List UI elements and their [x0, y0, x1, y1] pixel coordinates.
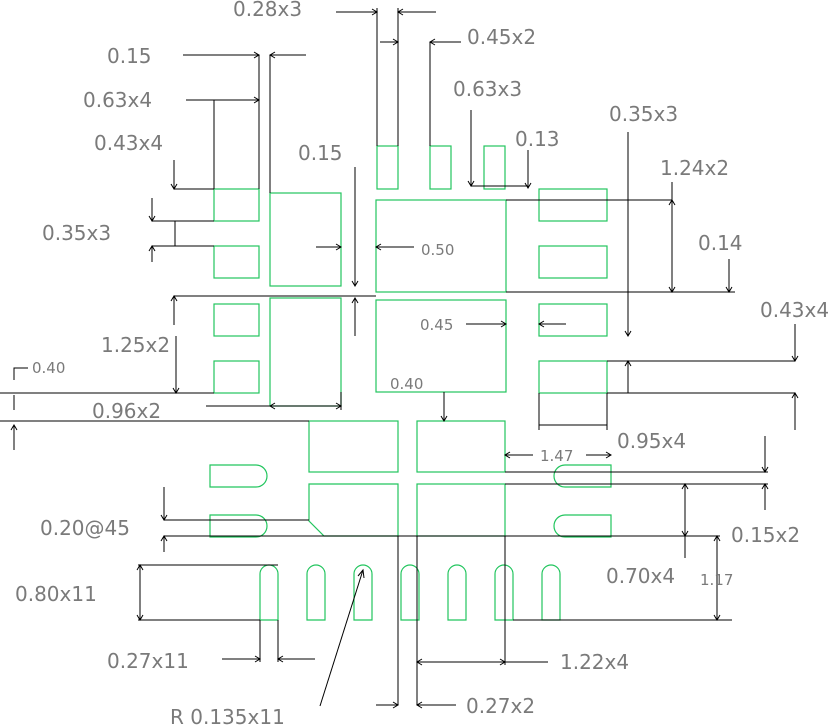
- pad-low-3-chamfer: [308, 483, 399, 537]
- pad-oval-left-2: [209, 514, 268, 538]
- dimension-labels: 0.28x3 0.45x2 0.15 0.63x4 0.63x3 0.35x3 …: [15, 0, 829, 727]
- label-117: 1.17: [700, 571, 733, 589]
- pad-low-1: [308, 420, 399, 473]
- pad-large-mr: [375, 299, 507, 393]
- label-063x3: 0.63x3: [453, 77, 522, 101]
- label-015-top: 0.15: [107, 44, 152, 68]
- pad-top-3: [483, 145, 506, 190]
- label-035x3-right: 0.35x3: [609, 102, 678, 126]
- label-027x2: 0.27x2: [466, 694, 535, 718]
- label-015x2: 0.15x2: [731, 523, 800, 547]
- pad-large-ml: [269, 297, 342, 407]
- label-040-left: 0.40: [32, 359, 65, 377]
- pad-top-1: [376, 145, 399, 190]
- label-124x2: 1.24x2: [660, 156, 729, 180]
- label-045x2: 0.45x2: [467, 25, 536, 49]
- pad-right-4: [538, 360, 608, 394]
- label-095x4: 0.95x4: [617, 429, 686, 453]
- label-122x4: 1.22x4: [560, 650, 629, 674]
- label-096x2: 0.96x2: [92, 399, 161, 423]
- label-147: 1.47: [540, 447, 573, 465]
- label-045: 0.45: [420, 316, 453, 334]
- label-050: 0.50: [421, 241, 454, 259]
- label-125x2: 1.25x2: [101, 333, 170, 357]
- label-040-center: 0.40: [390, 375, 423, 393]
- label-028x3: 0.28x3: [233, 0, 302, 21]
- pad-finger-2: [306, 564, 326, 621]
- label-014: 0.14: [698, 231, 743, 255]
- pad-large-tr: [375, 199, 507, 293]
- pad-large-tl: [269, 192, 342, 287]
- pad-low-2: [416, 420, 506, 473]
- pad-right-3: [538, 303, 608, 337]
- pad-left-3: [213, 303, 260, 337]
- label-043x4-right: 0.43x4: [760, 298, 829, 322]
- pad-left-4: [213, 360, 260, 394]
- label-063x4: 0.63x4: [83, 88, 152, 112]
- pad-oval-right-2: [553, 514, 612, 538]
- label-080x11: 0.80x11: [15, 582, 97, 606]
- pad-right-1: [538, 188, 608, 222]
- label-015-center: 0.15: [298, 141, 343, 165]
- pad-right-2: [538, 245, 608, 279]
- pad-oval-left-1: [209, 464, 268, 488]
- pad-oval-right-1: [553, 464, 612, 488]
- pad-left-2: [213, 245, 260, 279]
- pad-finger-4: [400, 564, 420, 621]
- label-020at45: 0.20@45: [40, 516, 130, 540]
- pad-finger-5: [447, 564, 467, 621]
- dimension-lines: [0, 8, 799, 709]
- pad-finger-7: [541, 564, 561, 621]
- pad-low-4: [416, 483, 506, 537]
- pad-outlines: [209, 145, 612, 621]
- pad-top-2: [429, 145, 452, 190]
- pad-finger-6: [494, 564, 514, 621]
- label-r0135x11: R 0.135x11: [170, 705, 285, 727]
- pad-left-1: [213, 188, 260, 222]
- label-070x4: 0.70x4: [606, 564, 675, 588]
- label-043x4-left: 0.43x4: [94, 131, 163, 155]
- pad-finger-3: [353, 564, 373, 621]
- label-013: 0.13: [515, 127, 560, 151]
- label-027x11: 0.27x11: [107, 649, 189, 673]
- pad-finger-1: [259, 564, 279, 621]
- label-035x3-left: 0.35x3: [42, 221, 111, 245]
